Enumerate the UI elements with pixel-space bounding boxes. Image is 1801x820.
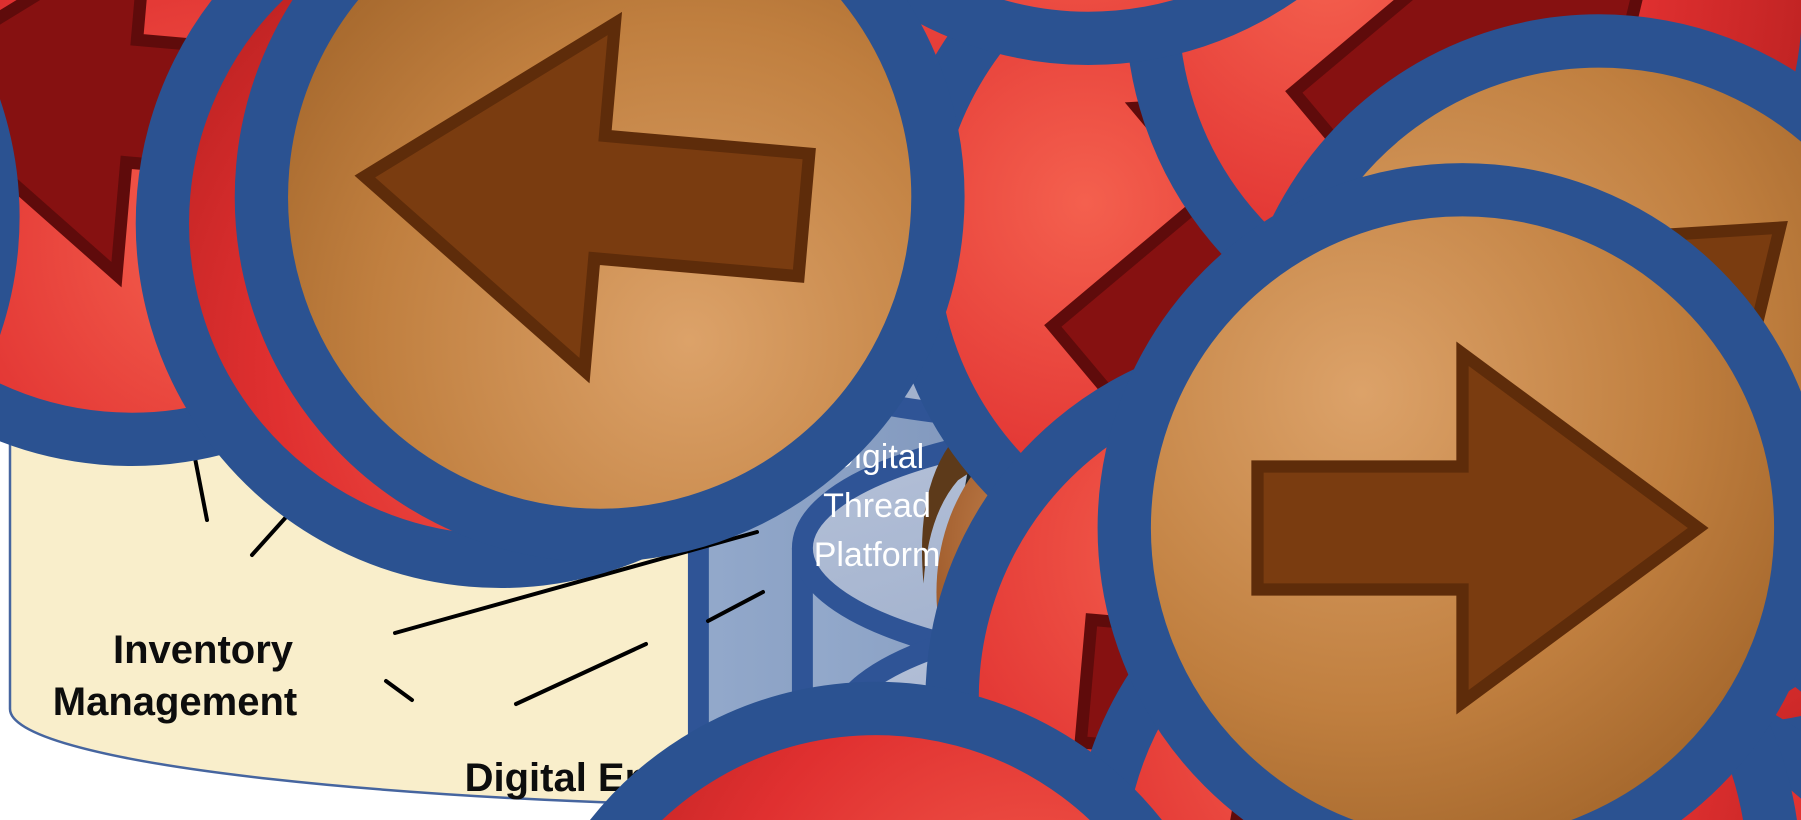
- connector-dot-orange: [1122, 188, 1801, 820]
- platform-label-line2: Thread: [823, 487, 931, 525]
- inventory-label-line1: Inventory: [113, 628, 294, 672]
- inventory-label-line2: Management: [53, 680, 298, 724]
- platform-label-line3: Platform: [814, 536, 941, 574]
